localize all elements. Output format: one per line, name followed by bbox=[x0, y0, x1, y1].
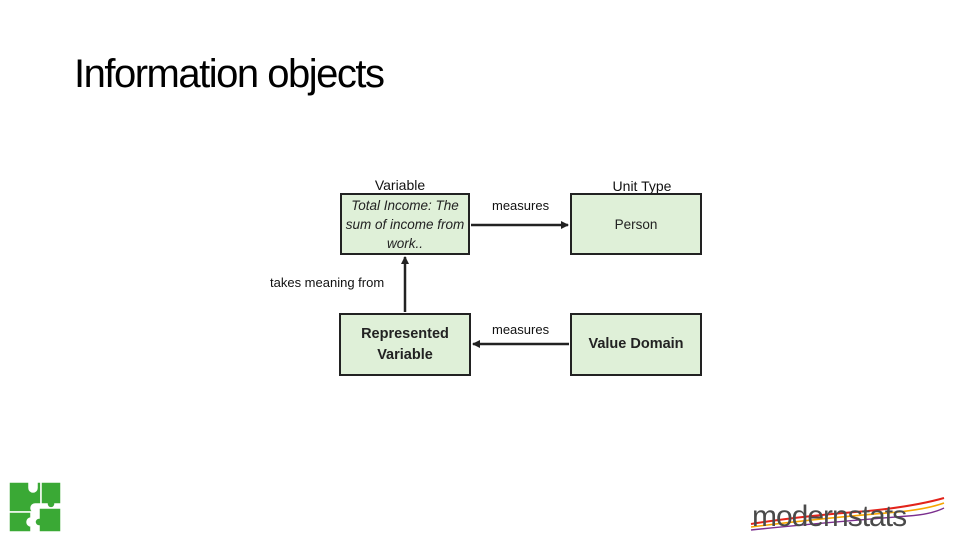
unit-type-header: Unit Type bbox=[612, 178, 672, 194]
measures-top-label: measures bbox=[492, 198, 550, 213]
takes-meaning-from-label: takes meaning from bbox=[270, 275, 385, 290]
value-domain-box: Value Domain bbox=[570, 313, 702, 376]
unit-type-box: Person bbox=[570, 193, 702, 255]
measures-bottom-label: measures bbox=[492, 322, 550, 337]
modernstats-logo: modernstats bbox=[750, 497, 945, 533]
represented-variable-box: Represented Variable bbox=[339, 313, 471, 376]
unit-type-text: Person bbox=[614, 216, 658, 232]
logo-text: modernstats bbox=[752, 500, 906, 533]
variable-header: Variable bbox=[374, 177, 426, 193]
variable-box: Total Income: The sum of income from wor… bbox=[340, 193, 470, 255]
variable-text: Total Income: The sum of income from wor… bbox=[345, 197, 465, 251]
page-title: Information objects bbox=[74, 52, 385, 96]
value-domain-text: Value Domain bbox=[588, 336, 684, 352]
represented-variable-text: Represented Variable bbox=[361, 325, 449, 363]
puzzle-icon bbox=[8, 481, 62, 533]
